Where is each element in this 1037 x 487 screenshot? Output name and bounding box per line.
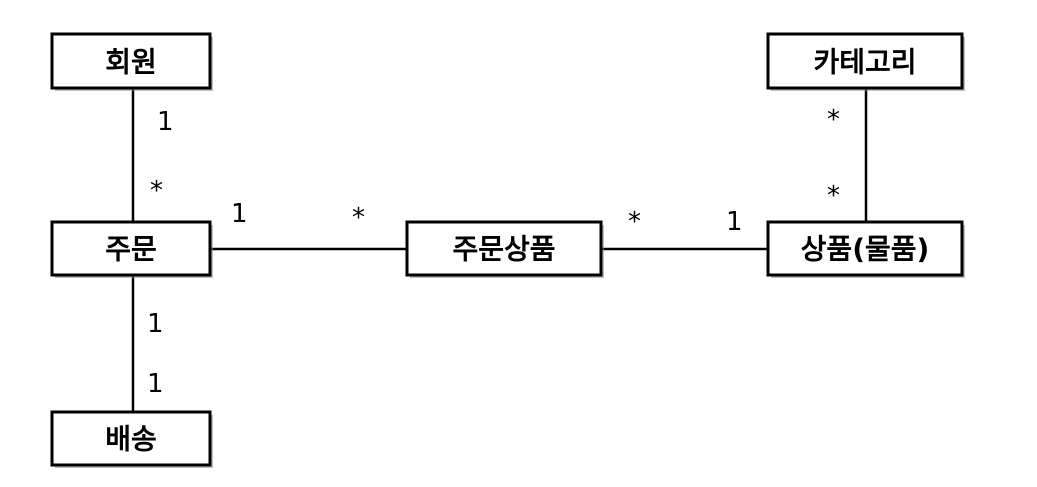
entity-member-label: 회원 xyxy=(105,46,157,79)
entity-order-box xyxy=(50,220,212,277)
mult-order-delivery-order-side: 1 xyxy=(147,309,164,339)
entity-category: 카테고리 xyxy=(766,32,965,91)
entity-order-item-box xyxy=(405,220,603,277)
entity-order-item-label: 주문상품 xyxy=(452,233,555,266)
mult-orderitem-item-item-side: 1 xyxy=(726,207,743,237)
mult-category-item-item-side: * xyxy=(827,181,840,211)
mult-category-item-category-side: * xyxy=(827,105,840,135)
entity-order-label: 주문 xyxy=(105,233,157,266)
entity-item-label: 상품(물품) xyxy=(801,233,930,266)
entity-category-label: 카테고리 xyxy=(813,46,916,79)
entity-member-box xyxy=(50,32,212,90)
mult-order-orderitem-orderitem-side: * xyxy=(352,203,365,233)
entity-item-box xyxy=(766,220,964,277)
entity-order-item: 주문상품 xyxy=(405,220,604,278)
mult-order-delivery-delivery-side: 1 xyxy=(147,369,164,399)
mult-order-orderitem-order-side: 1 xyxy=(231,199,248,229)
entity-delivery-box xyxy=(50,410,212,467)
mult-orderitem-item-orderitem-side: * xyxy=(628,207,641,237)
entity-order: 주문 xyxy=(50,220,213,278)
entity-delivery-label: 배송 xyxy=(105,423,157,456)
entity-member: 회원 xyxy=(50,32,213,91)
mult-member-order-member-side: 1 xyxy=(157,107,174,137)
mult-member-order-order-side: * xyxy=(150,176,163,206)
entity-category-box xyxy=(766,32,964,90)
entity-item: 상품(물품) xyxy=(766,220,965,278)
entity-delivery: 배송 xyxy=(50,410,213,468)
